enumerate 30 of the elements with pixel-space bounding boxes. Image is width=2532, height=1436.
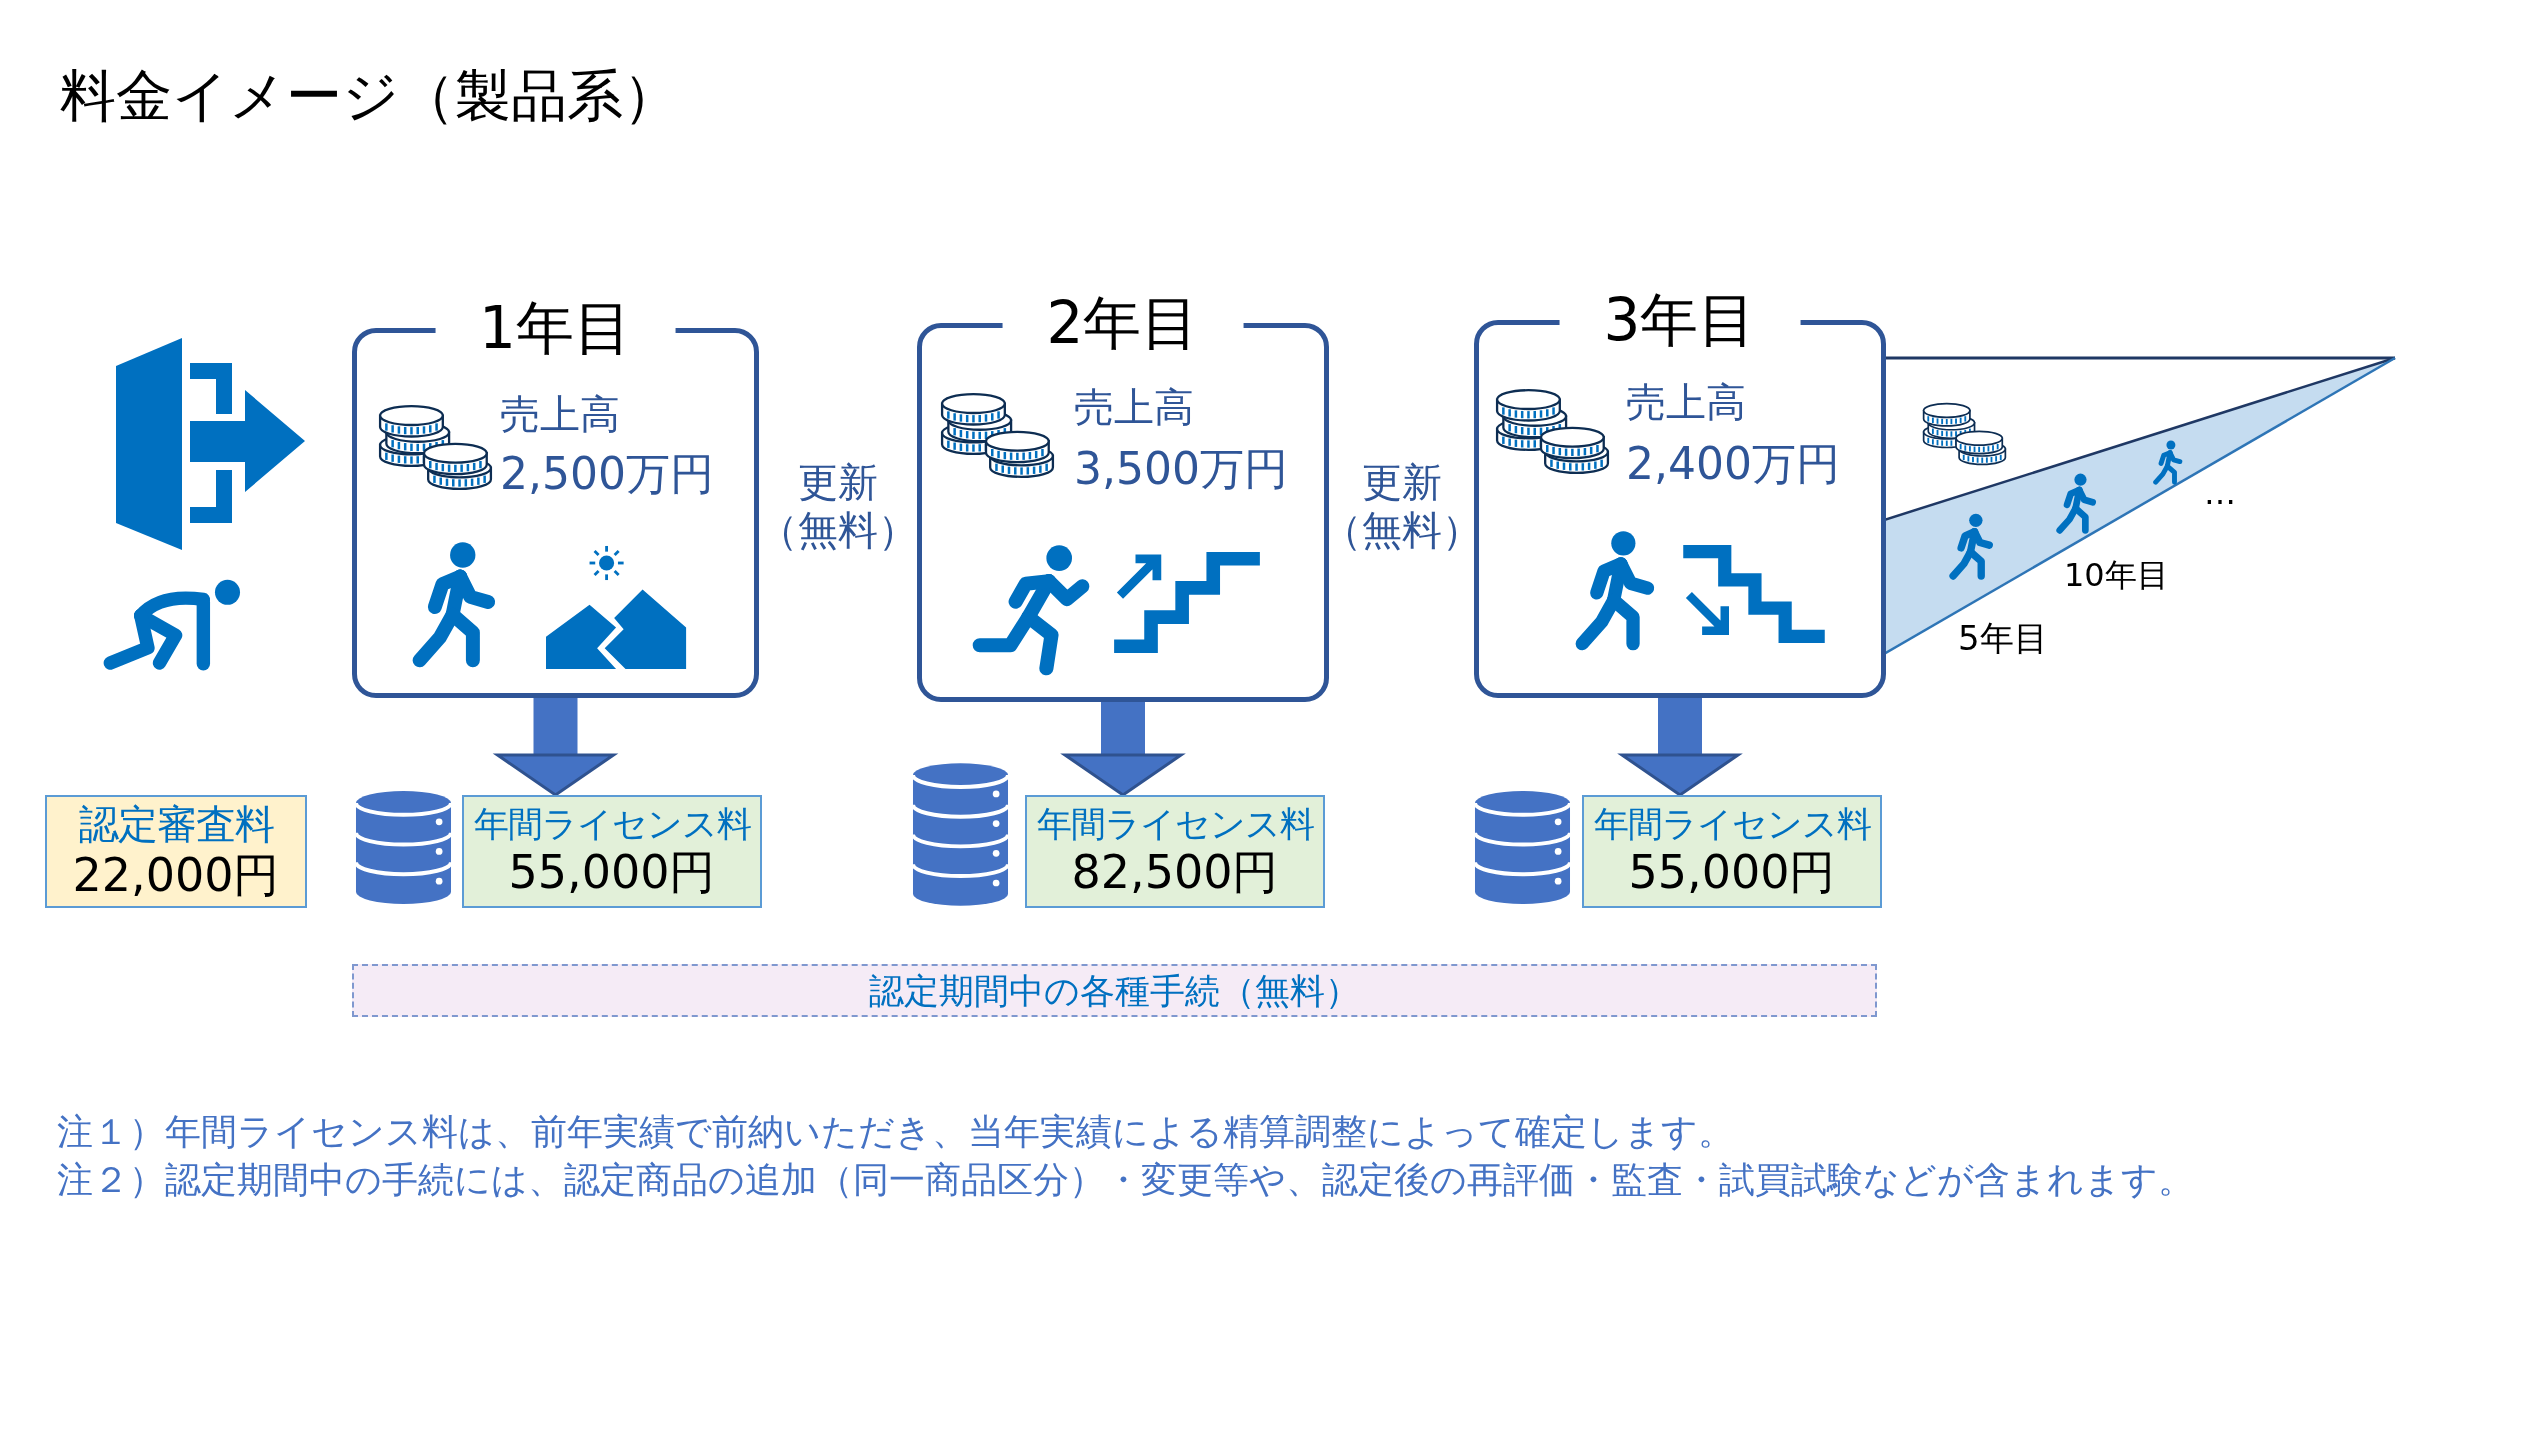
sales-label: 売上高: [500, 390, 620, 438]
sales-amount: 2,500万円: [500, 448, 714, 501]
fee-panel: [462, 795, 762, 908]
fee-amount: 55,000円: [1628, 844, 1836, 901]
fee-label: 認定審査料: [78, 799, 274, 848]
footnote: 注１）年間ライセンス料は、前年実績で前納いただき、当年実績による精算調整によって確定します。: [57, 1110, 1734, 1154]
page-title: 料金イメージ（製品系）: [60, 62, 679, 130]
continuation-dots: …: [2204, 474, 2236, 513]
down-arrow: [1620, 698, 1740, 797]
renewal-note: 更新（無料）: [757, 458, 919, 554]
footnote: 注２）認定期間中の手続には、認定商品の追加（同一商品区分）・変更等や、認定後の再評価・監査・試買試験などが含まれます。: [57, 1158, 2194, 1202]
renewal-note: 更新（無料）: [1321, 458, 1483, 554]
fee-label: 年間ライセンス料: [473, 802, 751, 845]
sales-amount: 2,400万円: [1626, 438, 1840, 491]
fee-panel: [45, 795, 307, 908]
fee-label: 年間ライセンス料: [1036, 802, 1314, 845]
fee-amount: 22,000円: [72, 847, 280, 904]
sales-label: 売上高: [1626, 378, 1746, 426]
sales-amount: 3,500万円: [1074, 443, 1288, 496]
fee-label: 年間ライセンス料: [1593, 802, 1871, 845]
fee-panel: [1582, 795, 1882, 908]
year-marker: 5年目: [1958, 618, 2048, 659]
fee-panel: [1025, 795, 1325, 908]
fee-amount: 82,500円: [1071, 844, 1279, 901]
sales-label: 売上高: [1074, 383, 1194, 431]
fee-amount: 55,000円: [508, 844, 716, 901]
band-text: 認定期間中の各種手続（無料）: [869, 969, 1360, 1012]
down-arrow: [1063, 702, 1183, 797]
year-marker: 10年目: [2064, 556, 2169, 595]
procedures-band: [352, 964, 1877, 1017]
